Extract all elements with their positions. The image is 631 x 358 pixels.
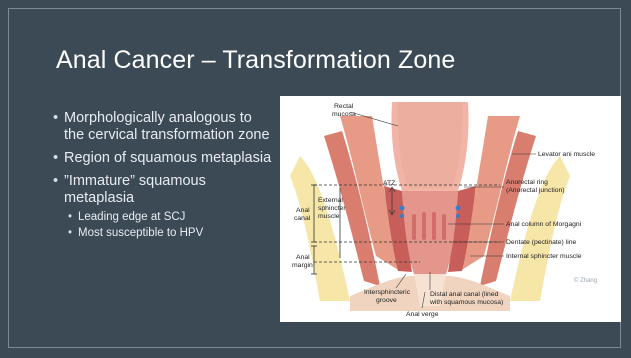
label-dentate-line: Dentate (pectinate) line (506, 239, 576, 246)
label-anorectal-junction: (Anorectal junction) (506, 187, 565, 194)
label-external: External (318, 197, 343, 204)
label-anal-margin-2: margin (292, 262, 313, 269)
bullet-item: ”Immature” squamous metaplasia (64, 173, 274, 207)
label-external-2: sphincter (318, 205, 346, 212)
label-anal-margin: Anal (296, 254, 310, 261)
label-distal-canal: Distal anal canal (lined (430, 291, 499, 298)
label-anal-canal-2: canal (294, 215, 311, 222)
bullet-list: Morphologically analogous to the cervica… (64, 110, 274, 242)
label-levator: Levator ani muscle (538, 151, 595, 158)
anatomy-figure: Rectal mucosa Levator ani muscle Anorect… (280, 96, 621, 322)
bullet-item: Morphologically analogous to the cervica… (64, 110, 274, 144)
bullet-item: Region of squamous metaplasia (64, 150, 274, 167)
label-intersphincteric-2: groove (376, 297, 397, 304)
label-anorectal-ring: Anorectal ring (506, 179, 548, 186)
label-rectal-mucosa-2: mucosa (332, 111, 356, 118)
label-anal-column: Anal column of Morgagni (506, 221, 582, 228)
label-internal-sphincter: Internal sphincter muscle (506, 253, 582, 260)
label-atz: ATZ (383, 180, 395, 187)
anal-canal-diagram: Rectal mucosa Levator ani muscle Anorect… (280, 96, 621, 322)
label-external-3: muscle (318, 213, 340, 220)
label-anal-canal: Anal (296, 207, 310, 214)
label-anal-verge: Anal verge (406, 311, 439, 318)
signature-logo: © Zhang (574, 277, 597, 284)
label-distal-canal-2: with squamous mucosa) (429, 299, 503, 306)
label-intersphincteric: Intersphincteric (364, 289, 411, 296)
sub-bullet-item: Leading edge at SCJ (78, 210, 274, 224)
label-rectal-mucosa: Rectal (334, 103, 354, 110)
sub-bullet-item: Most susceptible to HPV (78, 226, 274, 240)
slide-title: Anal Cancer – Transformation Zone (56, 46, 455, 75)
